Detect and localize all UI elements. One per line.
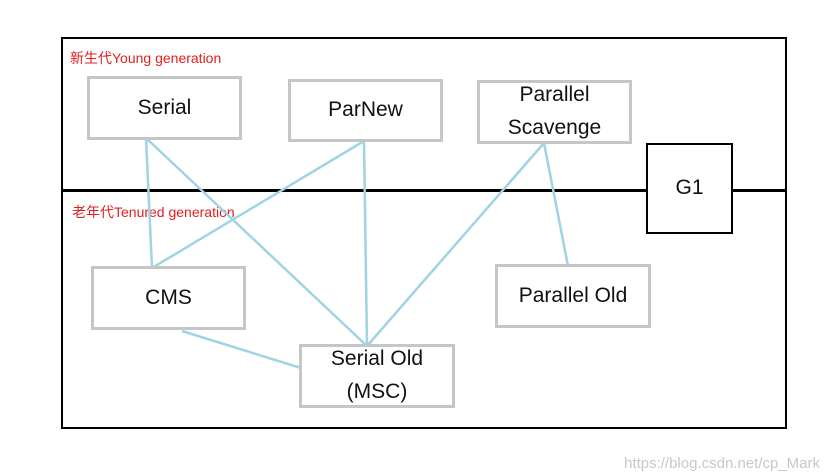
serial-old-label-line1: Serial Old	[330, 347, 424, 371]
link-parnew-cms	[151, 139, 365, 270]
parnew-label: ParNew	[328, 98, 403, 122]
cms-label: CMS	[145, 285, 192, 309]
g1-label: G1	[675, 176, 704, 200]
parallel-old-label: Parallel Old	[518, 283, 628, 307]
serial-label: Serial	[137, 95, 192, 119]
generation-divider-right	[732, 189, 787, 192]
link-serial-cms	[144, 137, 154, 269]
parallel-scavenge-label-line2: Scavenge	[507, 116, 602, 139]
parallel-old-collector: Parallel Old	[495, 264, 651, 328]
generations-frame	[61, 37, 787, 429]
link-ps-serialold	[366, 142, 545, 347]
serial-old-collector: Serial Old (MSC)	[299, 344, 455, 408]
tenured-generation-label: 老年代Tenured generation	[72, 204, 235, 220]
parallel-scavenge-label-line1: Parallel	[519, 83, 590, 107]
watermark: https://blog.csdn.net/cp_Mark	[624, 455, 820, 472]
generation-divider	[61, 189, 646, 192]
serial-old-label-line2: (MSC)	[346, 380, 408, 403]
link-serial-serialold	[145, 137, 368, 347]
link-cms-serialold	[181, 329, 302, 370]
parallel-scavenge-collector: Parallel Scavenge	[477, 80, 632, 144]
young-generation-label: 新生代Young generation	[70, 50, 222, 66]
link-parnew-serialold	[362, 140, 369, 347]
g1-collector: G1	[646, 143, 733, 234]
parnew-collector: ParNew	[288, 79, 443, 142]
cms-collector: CMS	[91, 266, 246, 330]
link-ps-parallelold	[542, 142, 570, 267]
serial-collector: Serial	[87, 76, 242, 140]
